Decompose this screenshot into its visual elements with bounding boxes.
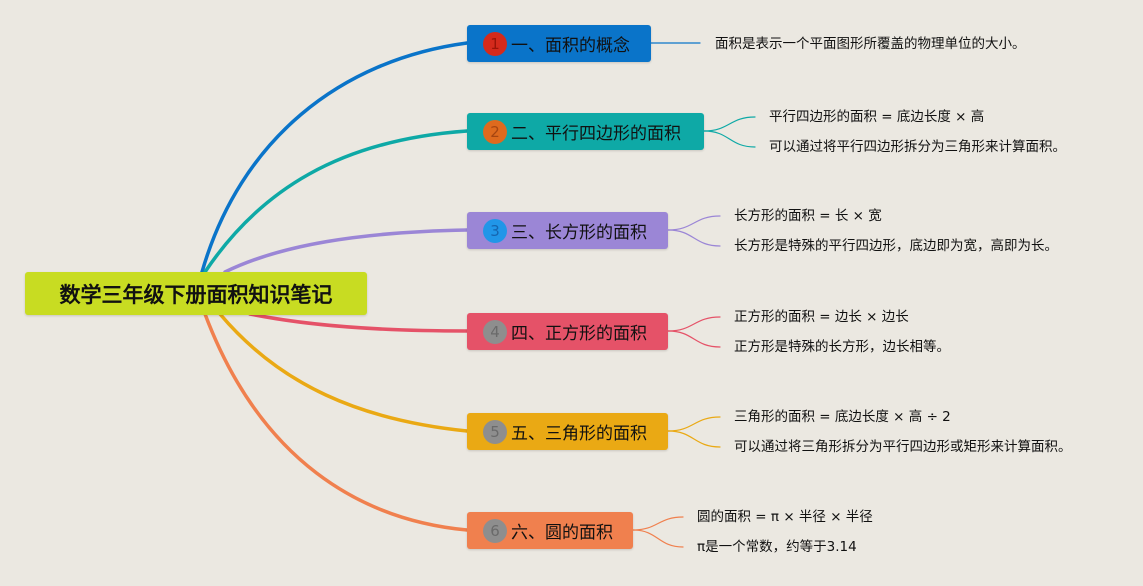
branch-node-parallelogram[interactable]: 2 二、平行四边形的面积 xyxy=(467,113,704,150)
number-badge-icon: 4 xyxy=(483,319,507,344)
branch-title: 二、平行四边形的面积 xyxy=(511,124,681,144)
note-text: 长方形是特殊的平行四边形，底边即为宽，高即为长。 xyxy=(734,238,1058,254)
branch-connector xyxy=(223,228,469,274)
branch-node-rectangle[interactable]: 3 三、长方形的面积 xyxy=(467,212,668,249)
branch-connector xyxy=(218,312,469,433)
note-text: 正方形是特殊的长方形，边长相等。 xyxy=(734,339,950,355)
branch-connector xyxy=(203,312,469,532)
leaf-connector xyxy=(667,430,721,448)
leaf-connector xyxy=(632,516,684,531)
branch-node-triangle[interactable]: 5 五、三角形的面积 xyxy=(467,413,668,450)
branch-title: 五、三角形的面积 xyxy=(511,424,647,444)
note-text: 可以通过将三角形拆分为平行四边形或矩形来计算面积。 xyxy=(734,439,1072,455)
number-badge-icon: 2 xyxy=(483,119,507,144)
number-badge-icon: 5 xyxy=(483,419,507,444)
branch-title: 一、面积的概念 xyxy=(511,36,630,56)
note-text: π是一个常数，约等于3.14 xyxy=(697,539,857,555)
note-text: 三角形的面积 = 底边长度 × 高 ÷ 2 xyxy=(734,409,951,425)
branch-node-area-concept[interactable]: 1 一、面积的概念 xyxy=(467,25,651,62)
leaf-connector xyxy=(667,330,721,348)
branch-connector xyxy=(248,312,469,333)
note-text: 圆的面积 = π × 半径 × 半径 xyxy=(697,509,873,525)
branch-title: 四、正方形的面积 xyxy=(511,324,647,344)
leaf-connector xyxy=(667,416,721,432)
leaf-connector xyxy=(632,529,684,548)
branch-connector xyxy=(200,41,469,274)
number-badge-icon: 3 xyxy=(483,218,507,243)
branch-node-square[interactable]: 4 四、正方形的面积 xyxy=(467,313,668,350)
number-badge-icon: 6 xyxy=(483,518,507,543)
note-text: 可以通过将平行四边形拆分为三角形来计算面积。 xyxy=(769,139,1066,155)
root-title: 数学三年级下册面积知识笔记 xyxy=(59,282,333,307)
branch-connector xyxy=(203,129,469,274)
note-text: 平行四边形的面积 = 底边长度 × 高 xyxy=(769,109,985,125)
branch-title: 六、圆的面积 xyxy=(511,523,613,543)
leaf-connector xyxy=(703,116,756,132)
note-text: 面积是表示一个平面图形所覆盖的物理单位的大小。 xyxy=(715,36,1026,52)
branch-title: 三、长方形的面积 xyxy=(511,223,647,243)
branch-node-circle[interactable]: 6 六、圆的面积 xyxy=(467,512,633,549)
leaf-connector xyxy=(667,215,721,231)
leaf-connector xyxy=(667,316,721,332)
leaf-connector xyxy=(703,130,756,148)
number-badge-icon: 1 xyxy=(483,31,507,56)
note-text: 长方形的面积 = 长 × 宽 xyxy=(734,208,882,224)
root-topic[interactable]: 数学三年级下册面积知识笔记 xyxy=(25,272,367,315)
note-text: 正方形的面积 = 边长 × 边长 xyxy=(734,309,909,325)
leaf-connector xyxy=(667,229,721,247)
